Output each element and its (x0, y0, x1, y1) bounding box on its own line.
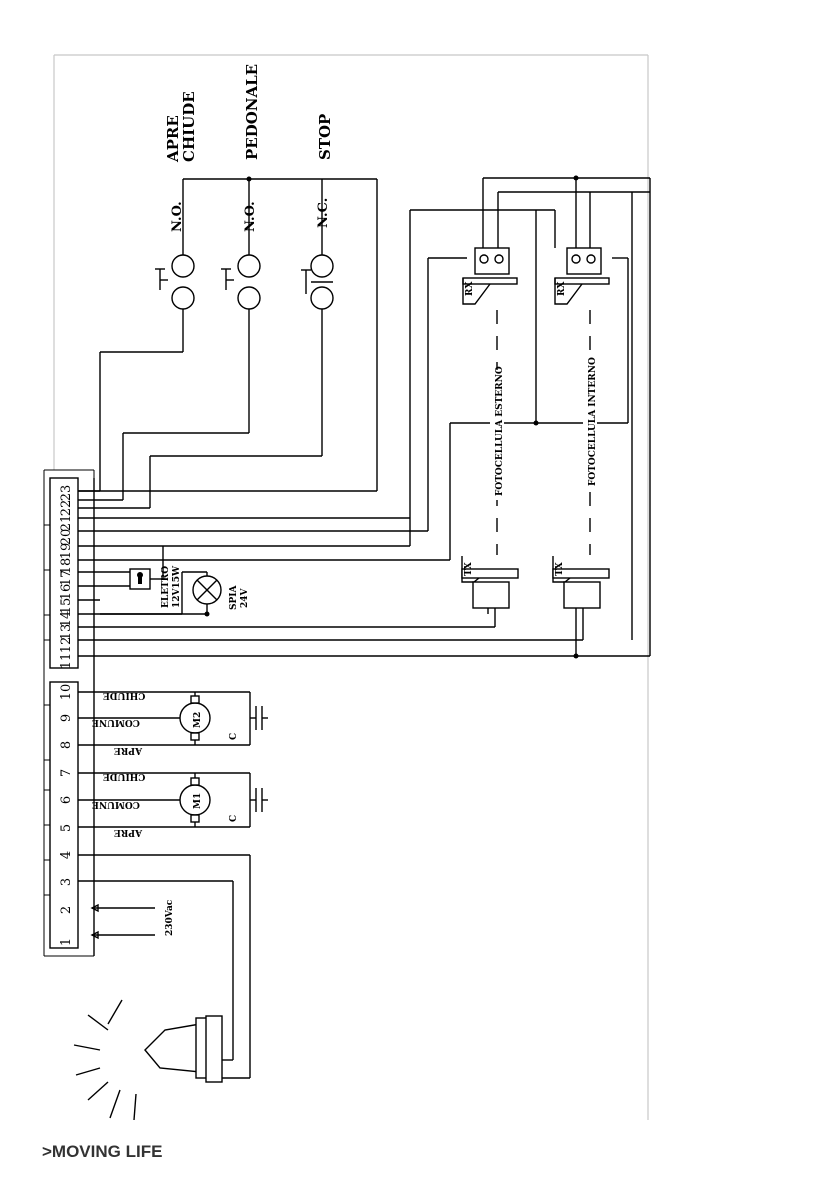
button-stop (301, 255, 333, 309)
label-tx-esterno: TX (464, 562, 474, 576)
terminal-number: 2 (59, 906, 74, 914)
terminal-number: 7 (59, 769, 74, 777)
motor-m2: M2 C CHIUDE COMUNE APRE (78, 690, 268, 755)
command-inputs: APRE CHIUDE PEDONALE STOP N.O. N.O. N.C. (100, 64, 377, 508)
terminal-number: 11 (59, 653, 74, 670)
label-chiude: CHIUDE (180, 91, 198, 162)
label-c1: C (229, 815, 239, 822)
label-c2: C (229, 733, 239, 740)
terminal-wires (78, 478, 650, 956)
terminal-number: 10 (59, 684, 74, 701)
label-eletro: ELETRO (161, 566, 171, 608)
terminal-number: 9 (59, 714, 74, 722)
label-230vac: 230Vac (165, 899, 175, 936)
label-stop: STOP (316, 114, 334, 160)
terminal-number: 6 (59, 796, 74, 804)
terminal-number: 23 (59, 485, 74, 502)
brand-logo: >MOVING LIFE (42, 1142, 162, 1161)
motor-m1: M1 C CHIUDE COMUNE APRE (78, 771, 268, 837)
label-fotocellula-interno: FOTOCELLULA INTERNO (588, 357, 598, 486)
button-apre-chiude (155, 255, 194, 309)
label-comune-m1: COMUNE (92, 799, 140, 809)
label-tx-interno: TX (555, 562, 565, 576)
label-pedonale: PEDONALE (243, 64, 261, 160)
label-rx-interno: RX (557, 282, 567, 296)
label-apre-m1: APRE (114, 827, 143, 837)
rx-esterno: RX (463, 248, 517, 304)
label-fotocellula-esterno: FOTOCELLULA ESTERNO (495, 366, 505, 496)
label-nc: N.C. (316, 198, 331, 228)
terminal-number: 3 (59, 878, 74, 886)
label-spia-spec: 24V (240, 587, 250, 608)
label-rx-esterno: RX (465, 282, 475, 296)
terminal-number: 8 (59, 741, 74, 749)
tx-interno: TX (553, 556, 609, 659)
label-chiude-m2: CHIUDE (103, 690, 146, 700)
label-m1: M1 (193, 793, 203, 809)
button-pedonale (221, 255, 260, 309)
terminal-number: 5 (59, 824, 74, 832)
photocells: RX RX FOTOCELLULA ESTERNO FOTOCELLULA IN… (410, 176, 650, 659)
label-no-2: N.O. (243, 201, 258, 232)
label-chiude-m1: CHIUDE (103, 771, 146, 781)
label-comune-m2: COMUNE (92, 717, 140, 727)
eletro-lock: ELETRO 12V15W (130, 546, 182, 608)
flashing-lamp (74, 1000, 250, 1120)
label-apre-m2: APRE (114, 745, 143, 755)
label-m2: M2 (193, 712, 203, 728)
terminal-number: 4 (59, 851, 74, 859)
rx-interno: RX (555, 248, 609, 304)
label-spia: SPIA (229, 585, 239, 610)
tx-esterno: TX (462, 556, 518, 627)
label-eletro-spec: 12V15W (172, 565, 182, 608)
terminal-number: 1 (59, 938, 74, 946)
